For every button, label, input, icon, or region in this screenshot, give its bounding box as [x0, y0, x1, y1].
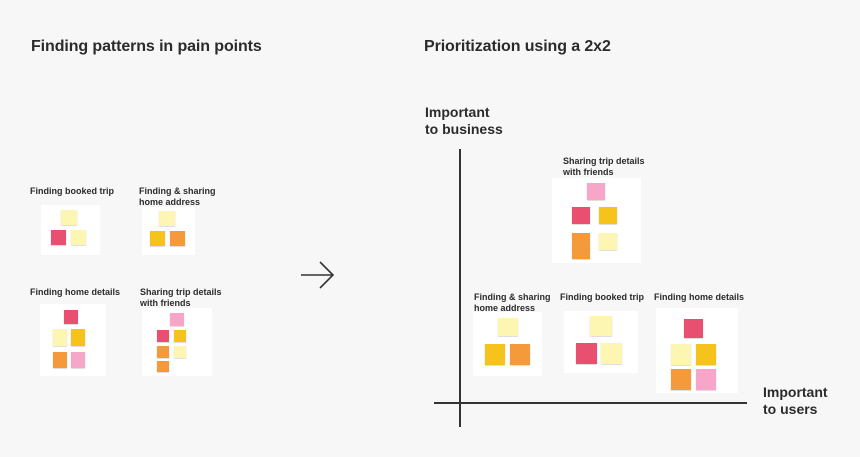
- sticky-note: [174, 346, 186, 358]
- matrix-cluster-title-home-details: Finding home details: [654, 292, 745, 302]
- sticky-note: [572, 233, 590, 250]
- board-home-address[interactable]: [142, 207, 195, 255]
- right-arrow-icon: [301, 261, 335, 289]
- sticky-note: [51, 230, 66, 245]
- sticky-note: [71, 352, 85, 368]
- sticky-note: [684, 319, 703, 338]
- sticky-note: [159, 211, 175, 226]
- sticky-note: [64, 310, 78, 324]
- matrix-board-home-address[interactable]: [473, 312, 542, 376]
- prioritization-heading: Prioritization using a 2x2: [424, 38, 611, 55]
- board-sharing-trip[interactable]: [142, 308, 212, 376]
- matrix-board-sharing-trip[interactable]: [552, 178, 641, 263]
- matrix-cluster-title-booked-trip: Finding booked trip: [560, 292, 644, 302]
- matrix-board-booked-trip[interactable]: [564, 311, 638, 373]
- sticky-note: [590, 316, 612, 336]
- sticky-note: [510, 344, 530, 365]
- sticky-note: [696, 344, 716, 365]
- matrix-cluster-title-sharing-trip: Sharing trip details with friends: [563, 156, 645, 177]
- sticky-note: [601, 343, 622, 364]
- y-axis-line: [459, 149, 461, 427]
- matrix-cluster-title-home-address: Finding & sharing home address: [474, 292, 551, 313]
- y-axis-label: Important to business: [425, 104, 503, 137]
- sticky-note: [53, 352, 67, 368]
- sticky-note: [587, 183, 605, 200]
- patterns-heading: Finding patterns in pain points: [31, 38, 262, 55]
- sticky-note: [671, 344, 691, 365]
- sticky-note: [170, 313, 184, 326]
- sticky-note: [576, 343, 597, 364]
- sticky-note: [71, 230, 86, 245]
- sticky-note: [150, 231, 165, 246]
- sticky-note: [572, 246, 590, 259]
- sticky-note: [170, 231, 185, 246]
- sticky-note: [174, 330, 186, 342]
- sticky-note: [599, 207, 617, 224]
- x-axis-label: Important to users: [763, 384, 828, 417]
- cluster-title-home-address: Finding & sharing home address: [139, 186, 216, 207]
- cluster-title-booked-trip: Finding booked trip: [30, 186, 114, 196]
- cluster-title-home-details: Finding home details: [30, 287, 121, 297]
- sticky-note: [572, 207, 590, 224]
- sticky-note: [61, 210, 77, 225]
- board-home-details[interactable]: [40, 304, 106, 376]
- sticky-note: [485, 344, 505, 365]
- x-axis-line: [434, 402, 747, 404]
- sticky-note: [157, 330, 169, 342]
- matrix-board-home-details[interactable]: [656, 308, 738, 393]
- sticky-note: [498, 318, 518, 336]
- sticky-note: [157, 346, 169, 358]
- sticky-note: [157, 361, 169, 372]
- board-booked-trip[interactable]: [41, 205, 100, 255]
- sticky-note: [71, 329, 85, 346]
- sticky-note: [696, 369, 716, 390]
- sticky-note: [599, 233, 617, 250]
- sticky-note: [53, 329, 67, 346]
- cluster-title-sharing-trip: Sharing trip details with friends: [140, 287, 222, 308]
- sticky-note: [671, 369, 691, 390]
